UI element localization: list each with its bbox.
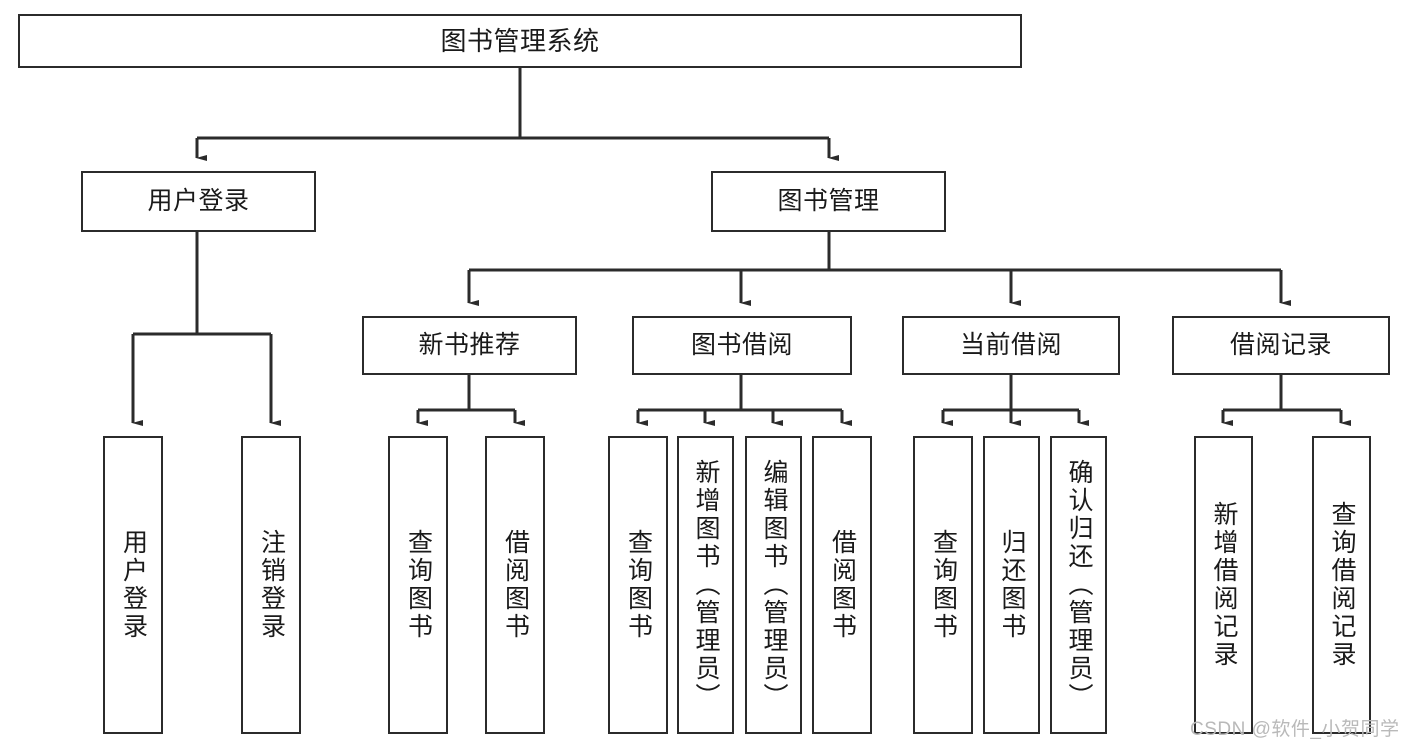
leaf-recommend-query-book[interactable]: 查询图书: [388, 436, 448, 734]
leaf-borrow-add-book[interactable]: 新增图书（管理员）: [677, 436, 734, 734]
node-book-management[interactable]: 图书管理: [711, 171, 946, 232]
node-label: 注销登录: [257, 529, 286, 641]
node-root-system[interactable]: 图书管理系统: [18, 14, 1022, 68]
node-label: 新增借阅记录: [1210, 501, 1238, 669]
csdn-watermark: CSDN @软件_小贺同学: [1190, 719, 1400, 740]
node-current-borrow[interactable]: 当前借阅: [902, 316, 1120, 375]
node-label: 归还图书: [998, 529, 1026, 641]
node-user-login[interactable]: 用户登录: [81, 171, 316, 232]
node-label: 借阅图书: [501, 529, 530, 641]
node-label: 借阅记录: [1229, 330, 1332, 359]
node-label: 编辑图书（管理员）: [760, 459, 788, 711]
leaf-current-confirm-return[interactable]: 确认归还（管理员）: [1050, 436, 1107, 734]
leaf-borrow-query-book[interactable]: 查询图书: [608, 436, 668, 734]
node-label: 图书借阅: [690, 330, 793, 359]
node-book-borrow[interactable]: 图书借阅: [632, 316, 852, 375]
node-label: 用户登录: [119, 529, 148, 641]
leaf-record-query-record[interactable]: 查询借阅记录: [1312, 436, 1371, 734]
node-label: 新增图书（管理员）: [692, 459, 720, 711]
node-label: 查询借阅记录: [1328, 501, 1356, 669]
leaf-borrow-edit-book[interactable]: 编辑图书（管理员）: [745, 436, 802, 734]
node-label: 图书管理系统: [440, 25, 600, 56]
node-label: 新书推荐: [418, 330, 521, 359]
leaf-user-login-logout[interactable]: 注销登录: [241, 436, 301, 734]
node-label: 确认归还（管理员）: [1065, 459, 1093, 711]
node-label: 查询图书: [929, 529, 958, 641]
node-borrow-record[interactable]: 借阅记录: [1172, 316, 1390, 375]
node-label: 查询图书: [404, 529, 433, 641]
leaf-user-login-login[interactable]: 用户登录: [103, 436, 163, 734]
node-label: 图书管理: [777, 186, 880, 215]
leaf-record-add-record[interactable]: 新增借阅记录: [1194, 436, 1253, 734]
leaf-current-query-book[interactable]: 查询图书: [913, 436, 973, 734]
node-label: 用户登录: [147, 186, 250, 215]
node-label: 当前借阅: [959, 330, 1062, 359]
node-label: 查询图书: [624, 529, 653, 641]
node-label: 借阅图书: [828, 529, 857, 641]
leaf-recommend-borrow-book[interactable]: 借阅图书: [485, 436, 545, 734]
node-new-book-recommend[interactable]: 新书推荐: [362, 316, 577, 375]
leaf-borrow-borrow-book[interactable]: 借阅图书: [812, 436, 872, 734]
leaf-current-return-book[interactable]: 归还图书: [983, 436, 1040, 734]
